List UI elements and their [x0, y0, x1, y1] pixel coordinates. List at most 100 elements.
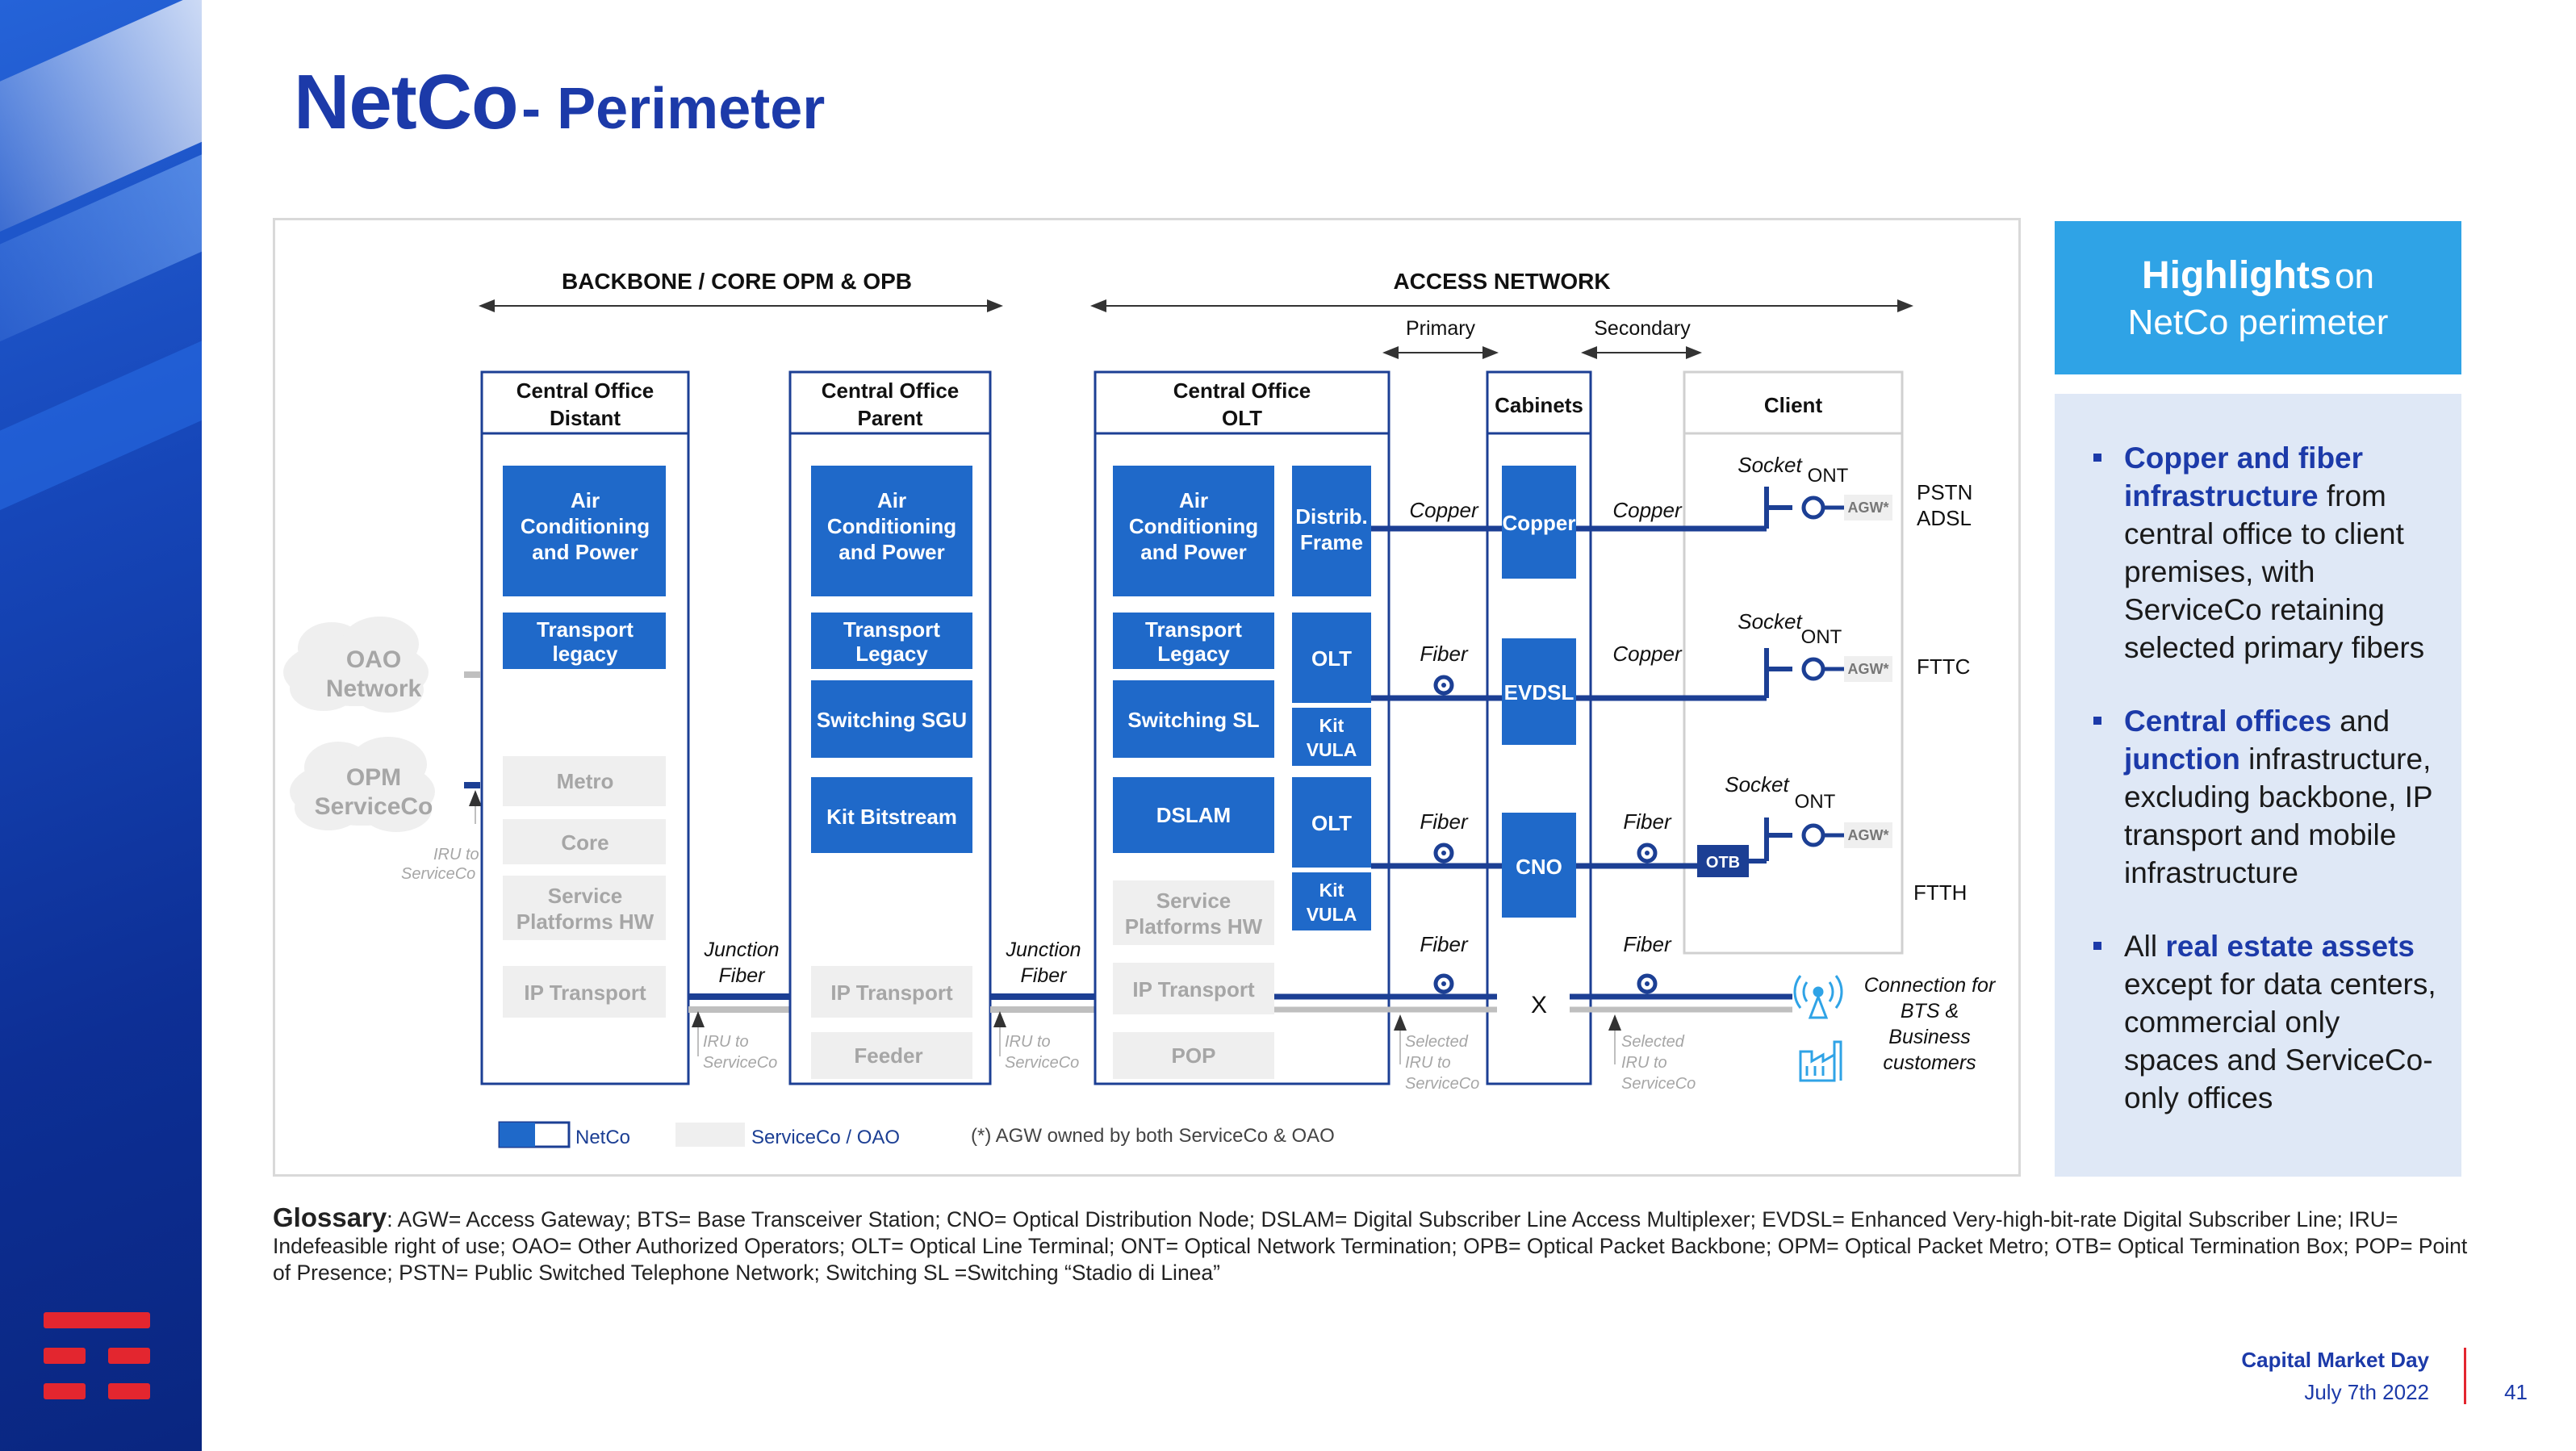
- selected-iru-label-2: IRU to: [1405, 1054, 1451, 1072]
- ac-label: Air: [1179, 488, 1208, 512]
- co-parent-title: Central Office: [822, 378, 960, 403]
- business-building-icon: [1799, 1040, 1842, 1082]
- fiber-link-label: Fiber: [1420, 809, 1469, 834]
- service-platforms-label-2: Platforms HW: [516, 909, 654, 934]
- fiber-link-label: Fiber: [1623, 932, 1672, 956]
- glossary-title: Glossary: [273, 1202, 387, 1232]
- highlight-bold: real estate assets: [2165, 930, 2415, 963]
- highlights-header: Highlights on NetCo perimeter: [2055, 221, 2461, 374]
- otb-label: OTB: [1706, 854, 1740, 872]
- cno-label: CNO: [1516, 855, 1562, 879]
- ac-label-2: Conditioning: [521, 514, 650, 538]
- ac-label-3: and Power: [1140, 540, 1246, 564]
- network-diagram: BACKBONE / CORE OPM & OPB ACCESS NETWORK…: [273, 218, 2021, 1177]
- backbone-header: BACKBONE / CORE OPM & OPB: [562, 269, 912, 294]
- connection-label-3: Business: [1888, 1026, 1970, 1048]
- metro-label: Metro: [557, 769, 614, 793]
- ip-transport-label: IP Transport: [830, 981, 953, 1005]
- co-olt-subtitle: OLT: [1222, 406, 1262, 430]
- ont-icon: [1801, 823, 1825, 847]
- highlight-text: except for data centers, commercial only…: [2124, 968, 2436, 1114]
- footer-divider: [2464, 1348, 2466, 1404]
- kit-vula-label: Kit: [1319, 880, 1344, 901]
- co-olt-title: Central Office: [1173, 378, 1311, 403]
- title-main: NetCo: [294, 59, 519, 145]
- ont-label: ONT: [1795, 791, 1836, 813]
- legend: NetCo ServiceCo / OAO (*) AGW owned by b…: [498, 1121, 1335, 1148]
- highlight-text: from central office to client premises, …: [2124, 479, 2425, 664]
- copper-link-label: Copper: [1612, 642, 1683, 666]
- junction-fiber-label-2: Fiber: [1021, 964, 1068, 987]
- olt-label: OLT: [1311, 646, 1352, 671]
- ac-label: Air: [877, 488, 906, 512]
- copper-link-label: Copper: [1612, 498, 1683, 522]
- highlight-text: and: [2340, 705, 2390, 738]
- iru-label-2: ServiceCo: [1005, 1054, 1079, 1072]
- opm-label: OPM: [346, 764, 401, 791]
- ont-label: ONT: [1801, 626, 1842, 648]
- ont-label: ONT: [1808, 465, 1849, 487]
- ip-transport-label: IP Transport: [1132, 977, 1255, 1001]
- adsl-label: ADSL: [1917, 506, 1972, 530]
- iru-label: IRU to: [433, 846, 479, 863]
- co-parent-subtitle: Parent: [858, 406, 923, 430]
- highlight-item: All real estate assets except for data c…: [2084, 927, 2437, 1117]
- glossary: Glossary: AGW= Access Gateway; BTS= Base…: [273, 1204, 2468, 1286]
- cabinets-title: Cabinets: [1495, 393, 1583, 417]
- service-platforms-label: Service: [1156, 889, 1232, 913]
- highlight-bold: Central offices: [2124, 705, 2332, 738]
- oao-network-cloud: OAO Network: [283, 617, 429, 713]
- copper-link-label: Copper: [1409, 498, 1479, 522]
- service-platforms-label-2: Platforms HW: [1125, 914, 1263, 939]
- feeder-label: Feeder: [854, 1043, 922, 1068]
- fiber-link-label: Fiber: [1420, 932, 1469, 956]
- ac-label-2: Conditioning: [1129, 514, 1258, 538]
- legend-netco-label: NetCo: [575, 1127, 630, 1148]
- serviceco-label: ServiceCo: [315, 793, 433, 820]
- central-office-olt: Central Office OLT Air Conditioning and …: [1094, 370, 1390, 1085]
- cabinets-column: Cabinets Copper EVDSL CNO: [1486, 370, 1592, 1085]
- agw-label: AGW*: [1848, 827, 1889, 843]
- event-name: Capital Market Day: [2241, 1348, 2429, 1372]
- fttc-label: FTTC: [1917, 654, 1970, 679]
- footer: Capital Market Day July 7th 2022 41: [2076, 1343, 2576, 1424]
- highlight-bold: junction: [2124, 742, 2240, 776]
- transport-legacy-label-2: Legacy: [855, 642, 928, 666]
- kit-bitstream-label: Kit Bitstream: [826, 805, 957, 829]
- transport-legacy-label-2: legacy: [553, 642, 618, 666]
- primary-label: Primary: [1406, 317, 1476, 340]
- core-label: Core: [561, 830, 608, 855]
- socket-label: Socket: [1738, 453, 1803, 477]
- distrib-frame-label-2: Frame: [1300, 530, 1363, 554]
- highlight-text: infrastructure, excluding backbone, IP t…: [2124, 742, 2432, 889]
- ont-icon: [1801, 496, 1825, 520]
- ac-label-3: and Power: [838, 540, 944, 564]
- ftth-label: FTTH: [1913, 880, 1967, 905]
- agw-label: AGW*: [1848, 500, 1889, 516]
- ac-label: Air: [571, 488, 600, 512]
- junction-fiber-label: Junction: [703, 939, 779, 961]
- copper-cabinet-label: Copper: [1503, 511, 1576, 535]
- highlights-title-rest: on: [2335, 257, 2375, 296]
- oao-label-2: Network: [326, 675, 422, 702]
- distrib-frame-label: Distrib.: [1295, 504, 1368, 529]
- kit-vula-label-2: VULA: [1307, 739, 1357, 760]
- junction-fiber-label-2: Fiber: [719, 964, 767, 987]
- pop-label: POP: [1172, 1043, 1216, 1068]
- selected-iru-label: Selected: [1621, 1033, 1685, 1051]
- ont-icon: [1801, 657, 1825, 681]
- title-sub: - Perimeter: [521, 77, 826, 141]
- tim-logo: [44, 1312, 150, 1399]
- secondary-label: Secondary: [1594, 317, 1691, 340]
- transport-legacy-label: Transport: [843, 617, 940, 642]
- selected-iru-label-3: ServiceCo: [1405, 1075, 1479, 1093]
- otb-box: [1697, 845, 1749, 877]
- iru-label-2: ServiceCo: [401, 865, 475, 883]
- agw-label: AGW*: [1848, 661, 1889, 677]
- page-title: NetCo - Perimeter: [294, 58, 825, 147]
- switching-sl-label: Switching SL: [1127, 708, 1259, 732]
- connection-label: Connection for: [1864, 974, 1997, 997]
- highlight-bold: Copper and fiber infrastructure: [2124, 441, 2364, 512]
- kit-vula-label-2: VULA: [1307, 904, 1357, 925]
- access-network-header: ACCESS NETWORK: [1393, 269, 1610, 294]
